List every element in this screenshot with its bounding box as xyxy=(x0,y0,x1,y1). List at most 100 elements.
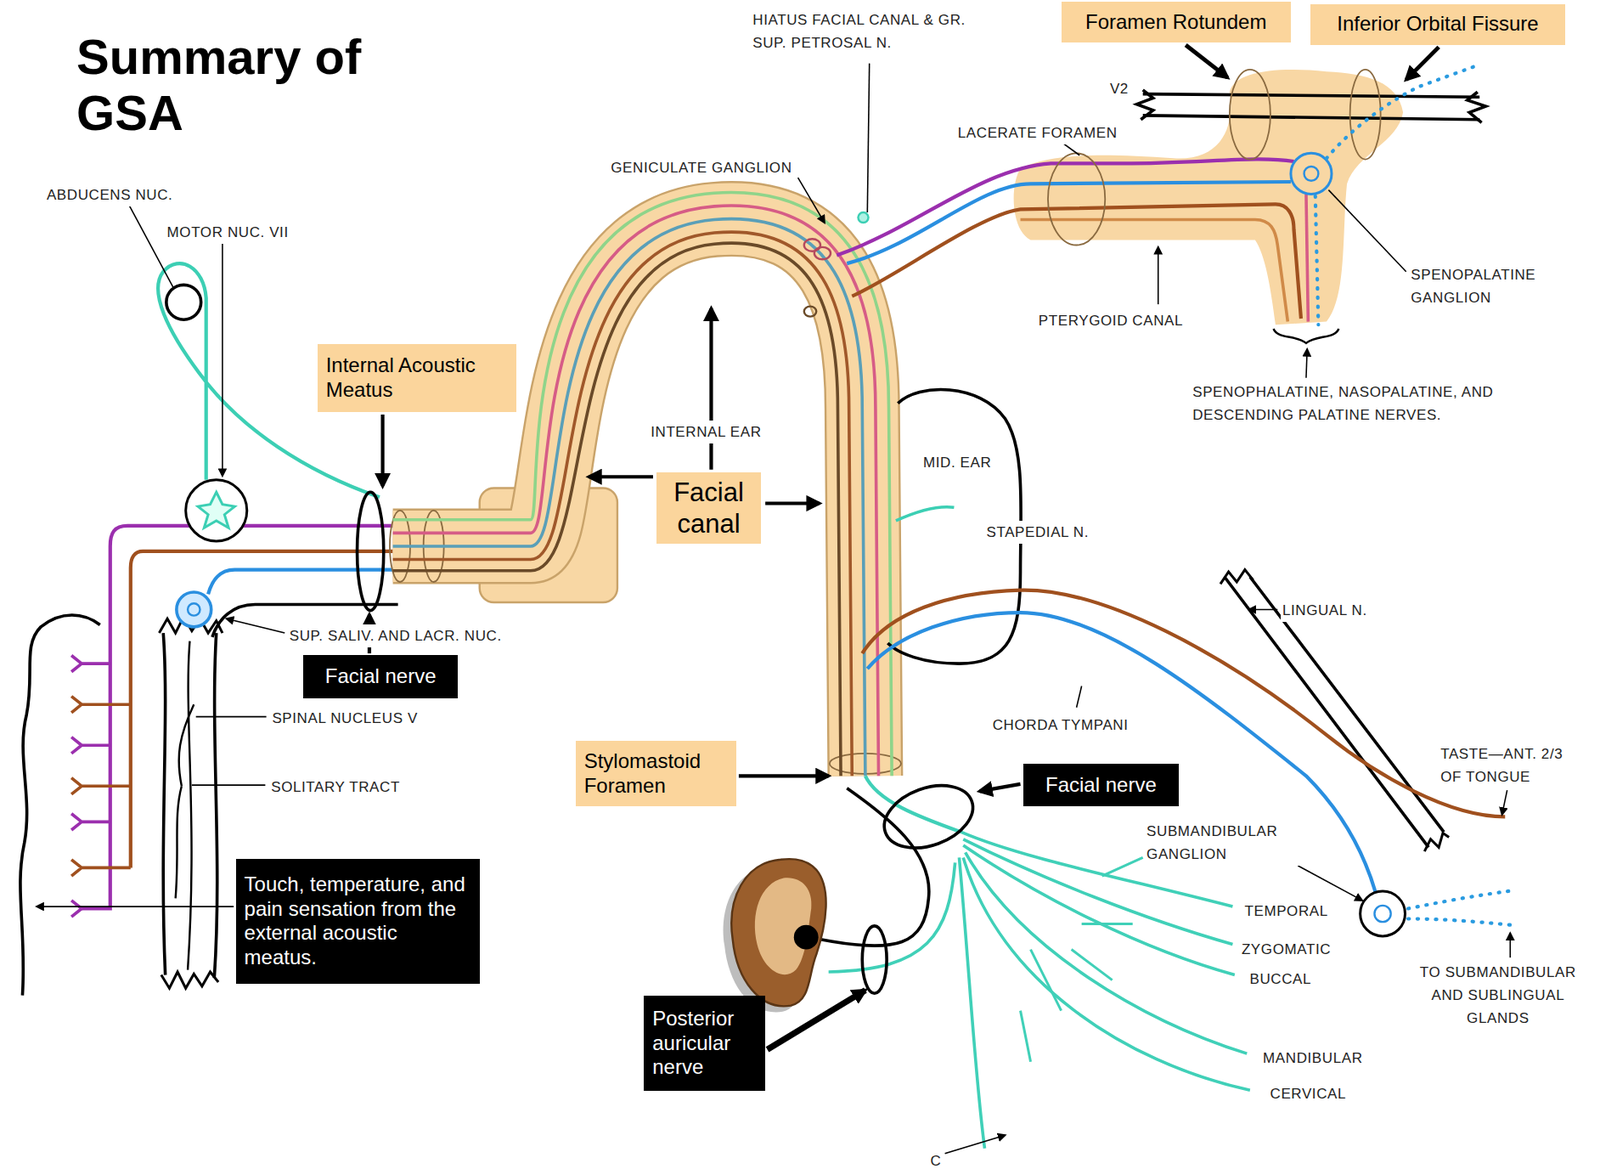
callout-box: Internal Acoustic Meatus xyxy=(317,343,517,413)
cut-edge xyxy=(1220,569,1253,585)
part-label: MOTOR NUC. VII xyxy=(165,220,291,244)
callout-box-dark: Touch, temperature, and pain sensation f… xyxy=(236,858,480,985)
part-label: MANDIBULAR xyxy=(1261,1046,1364,1070)
part-label: SPENOPALATINE GANGLION xyxy=(1408,263,1562,310)
callout-box-dark: Facial nerve xyxy=(1023,763,1179,807)
spinal-tract-outline xyxy=(214,632,217,978)
submandibular-ganglion xyxy=(1360,890,1406,936)
posterior-auricular-sensory xyxy=(819,788,930,947)
deep-petrosal-fiber xyxy=(1020,219,1289,322)
motor-neuron xyxy=(197,491,235,528)
salivatory-nucleus xyxy=(176,591,212,627)
part-label: V2 xyxy=(1108,77,1131,101)
solitary-tract xyxy=(187,641,192,970)
nerve-twig xyxy=(1020,856,1144,1061)
geniculate-ganglion xyxy=(804,306,817,317)
cut-edge xyxy=(1424,833,1449,852)
lacerate-foramen xyxy=(1047,152,1105,245)
part-label: TO SUBMANDIBULAR AND SUBLINGUAL GLANDS xyxy=(1406,960,1590,1031)
postganglionic-fiber xyxy=(1408,890,1516,909)
facial-canal-edge xyxy=(393,219,866,777)
part-label: INTERNAL EAR xyxy=(648,420,763,444)
callout-arrow xyxy=(765,501,820,505)
part-label: C xyxy=(928,1149,943,1169)
callout-text: Posterior auricular nerve xyxy=(652,1006,757,1080)
part-label: BUCCAL xyxy=(1248,967,1314,991)
abducens-nucleus xyxy=(166,284,202,320)
leader-line xyxy=(1157,247,1160,305)
cervical-branch xyxy=(958,856,985,1148)
part-label: SPINAL NUCLEUS V xyxy=(270,706,419,730)
callout-text: Facial nerve xyxy=(1031,772,1171,798)
leader-arrow xyxy=(36,905,234,908)
facial-canal xyxy=(393,219,866,777)
leader-line xyxy=(1076,686,1082,708)
hiatus xyxy=(857,212,868,223)
callout-text: Facial canal xyxy=(664,476,754,540)
solitary-tract xyxy=(175,704,195,898)
nerve-ring xyxy=(861,925,887,993)
callout-box-dark: Facial nerve xyxy=(303,654,459,699)
callout-box: Inferior Orbital Fissure xyxy=(1310,4,1566,46)
leader-line xyxy=(945,1134,1006,1154)
chorda-tympani xyxy=(867,612,1375,892)
callout-arrow xyxy=(709,308,713,470)
canal-fiber xyxy=(393,192,893,777)
callout-arrow xyxy=(979,783,1020,791)
leader-line xyxy=(1328,190,1406,272)
leader-line xyxy=(1306,349,1308,378)
part-label: CHORDA TYMPANI xyxy=(991,713,1131,737)
part-label: MID. EAR xyxy=(921,450,993,474)
ganglion-cell xyxy=(1304,166,1319,181)
callout-text: Inferior Orbital Fissure xyxy=(1318,11,1557,37)
leader-line xyxy=(798,177,825,223)
leader-line xyxy=(1509,932,1511,958)
canal-fiber xyxy=(393,219,866,777)
part-label: CERVICAL xyxy=(1268,1081,1349,1105)
leader-line xyxy=(1502,789,1508,815)
palatine-fiber xyxy=(1306,193,1308,322)
leader-line xyxy=(1297,865,1363,901)
callout-box: Foramen Rotundem xyxy=(1061,1,1291,43)
callout-arrow xyxy=(738,773,829,778)
posterior-auricular-motor xyxy=(828,861,956,972)
leader-line xyxy=(226,618,285,633)
mandibular-branch xyxy=(965,851,1248,1054)
chorda-tympani xyxy=(861,590,1505,817)
cut-edge xyxy=(1137,90,1154,120)
leader-line xyxy=(127,202,174,288)
part-label: ZYGOMATIC xyxy=(1239,937,1333,961)
canal-fiber xyxy=(393,205,879,776)
parasympathetic-fiber xyxy=(846,181,1291,264)
callout-box-dark: Posterior auricular nerve xyxy=(643,995,766,1092)
cut-edge xyxy=(161,971,219,988)
postganglionic-fiber xyxy=(1326,66,1475,158)
brainstem-outline xyxy=(20,614,101,996)
canal-fiber xyxy=(393,242,841,776)
callout-arrow xyxy=(380,414,384,486)
part-label: ABDUCENS NUC. xyxy=(45,183,175,207)
leader-line xyxy=(867,63,869,213)
callout-box: Stylomastoid Foramen xyxy=(575,740,738,806)
leader-line xyxy=(1249,608,1279,611)
nerve-ring xyxy=(357,491,384,610)
callout-box: Facial canal xyxy=(656,472,762,544)
taste-fiber xyxy=(851,203,1302,319)
geniculate-ganglion xyxy=(814,247,831,260)
fiber-ending xyxy=(71,696,131,876)
part-label: SUBMANDIBULAR GANGLION xyxy=(1144,819,1308,866)
stapedial-nerve xyxy=(895,507,954,521)
part-label: GENICULATE GANGLION xyxy=(608,156,794,180)
callout-arrow xyxy=(767,990,866,1050)
postganglionic-fiber xyxy=(1408,918,1510,925)
callout-text: Facial nerve xyxy=(311,664,451,689)
part-label: PTERYGOID CANAL xyxy=(1036,309,1185,333)
pterygopalatine-region xyxy=(1014,69,1403,325)
nucleus-cell xyxy=(187,602,200,615)
postganglionic-fiber xyxy=(1315,196,1319,325)
callout-text: Stylomastoid Foramen xyxy=(584,749,729,799)
parasympathetic-fiber xyxy=(208,569,393,595)
cervical-branch xyxy=(963,856,1251,1090)
